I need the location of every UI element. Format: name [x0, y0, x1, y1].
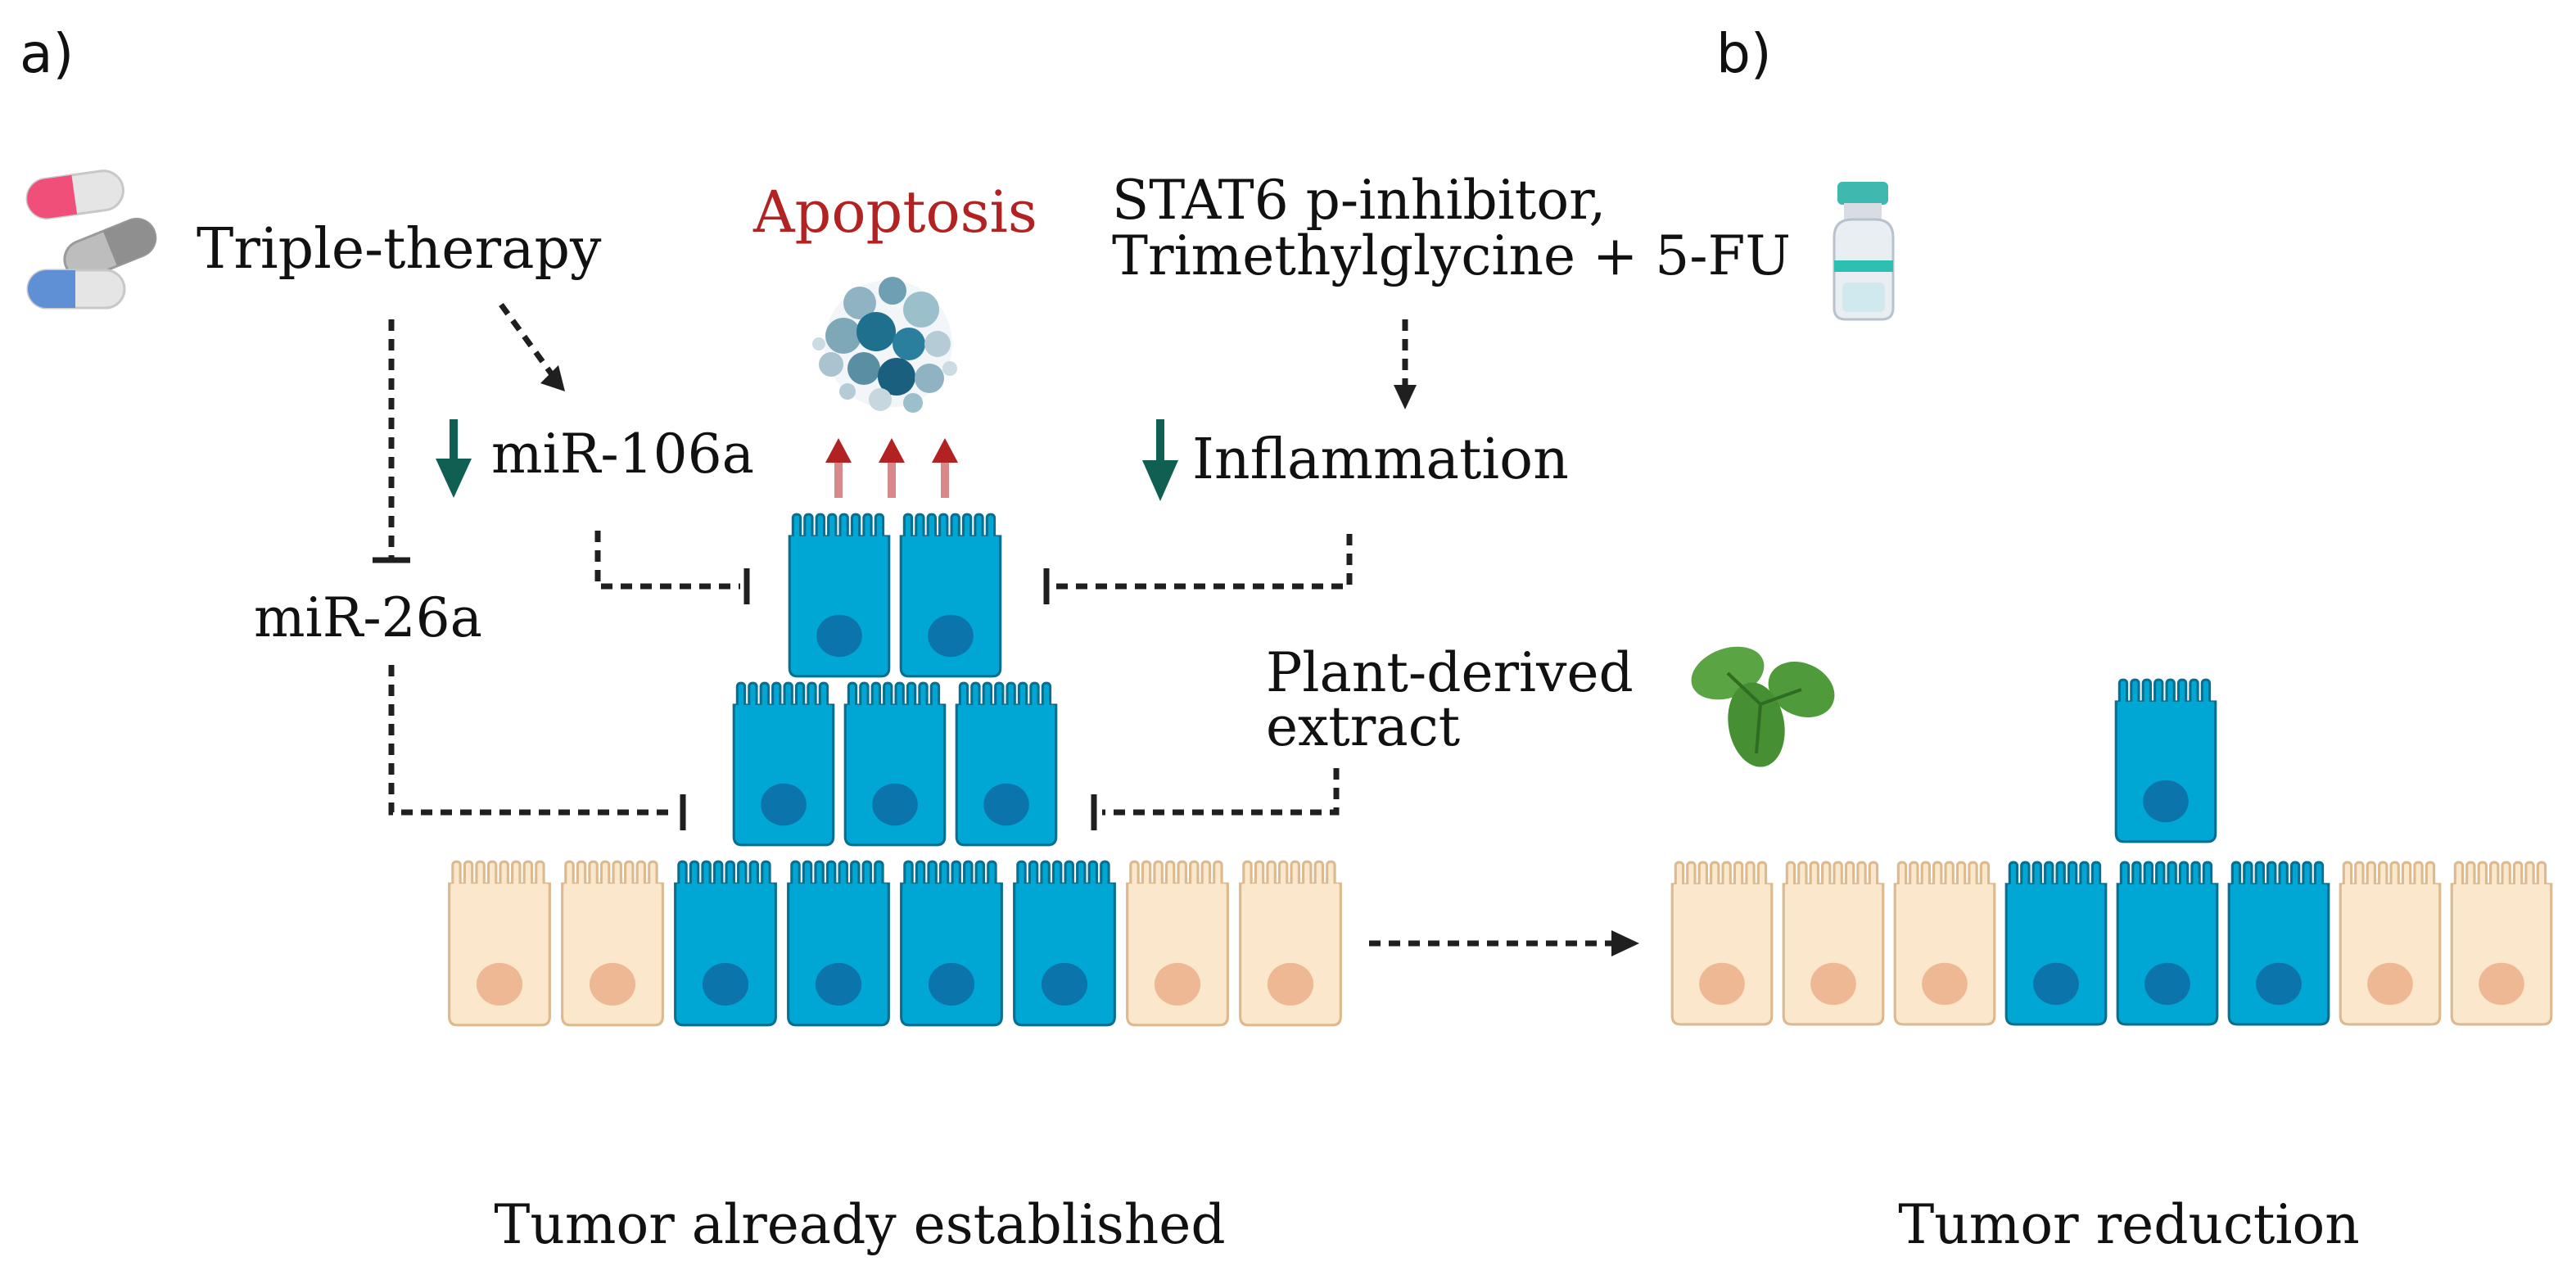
normal-cell: [1239, 860, 1342, 1027]
connector-a-to-b: [1369, 930, 1639, 956]
normal-cell: [1893, 861, 1996, 1026]
tumor-cell: [900, 860, 1003, 1027]
tumor-cell: [955, 681, 1058, 847]
tumor-cell: [2227, 861, 2330, 1026]
panel-b-label: b): [1716, 22, 1772, 85]
normal-cell: [448, 860, 551, 1027]
tumor-cell: [2116, 861, 2219, 1026]
tumor-pyramid: [732, 513, 1058, 847]
panel-a-label: a): [20, 22, 74, 85]
apoptosis-arrows: [825, 438, 958, 498]
inflammation-label: Inflammation: [1192, 427, 1569, 492]
tumor-cell: [2004, 861, 2108, 1026]
caption-tumor-established: Tumor already established: [494, 1193, 1225, 1256]
plant-extract-label-line1: Plant-derived: [1266, 641, 1634, 704]
mir-26a-label: miR-26a: [254, 586, 482, 649]
tumor-cell: [843, 681, 947, 847]
connector-stat6-to-inflammation: [1394, 319, 1417, 409]
apoptosis-label: Apoptosis: [752, 179, 1037, 246]
tumor-cell: [788, 513, 891, 678]
tumor-cell: [674, 860, 777, 1027]
caption-tumor-reduction: Tumor reduction: [1898, 1193, 2360, 1256]
tumor-cell: [787, 860, 890, 1027]
mir-106a-label: miR-106a: [491, 423, 754, 486]
pills-icon: [25, 170, 157, 310]
normal-cell: [561, 860, 664, 1027]
tumor-cell: [732, 681, 835, 847]
normal-cell: [2339, 861, 2442, 1026]
connector-inflammation-inhibit-tumor: [1043, 534, 1353, 604]
vial-icon: [1833, 182, 1895, 321]
normal-cell: [1782, 861, 1885, 1026]
tumor-cell: [2114, 678, 2217, 843]
trimethylglycine-label: Trimethylglycine + 5-FU: [1112, 224, 1791, 287]
leaf-icon: [1691, 646, 1835, 767]
normal-cell: [2450, 861, 2553, 1026]
triple-therapy-label: Triple-therapy: [197, 217, 602, 282]
down-arrow-mir106a-icon: [436, 419, 472, 498]
stat6-inhibitor-label: STAT6 p-inhibitor,: [1112, 169, 1606, 232]
tumor-cell: [899, 513, 1002, 678]
epithelium-row-b: [1670, 678, 2553, 1026]
normal-cell: [1126, 860, 1229, 1027]
connector-mir26a-inhibit-tumor: [388, 665, 686, 830]
connector-triple-to-mir106a: [499, 302, 565, 391]
plant-extract-label-line2: extract: [1266, 695, 1460, 758]
apoptotic-cell-cluster-icon: [812, 277, 957, 413]
epithelium-row-a: [448, 860, 1342, 1027]
connector-mir106a-inhibit-tumor: [594, 531, 750, 604]
normal-cell: [1670, 861, 1774, 1026]
connector-plant-inhibit-tumor: [1091, 768, 1340, 830]
connector-triple-to-mir26a-inhibit: [373, 319, 410, 563]
tumor-cell: [1013, 860, 1116, 1027]
down-arrow-inflammation-icon: [1142, 419, 1178, 501]
